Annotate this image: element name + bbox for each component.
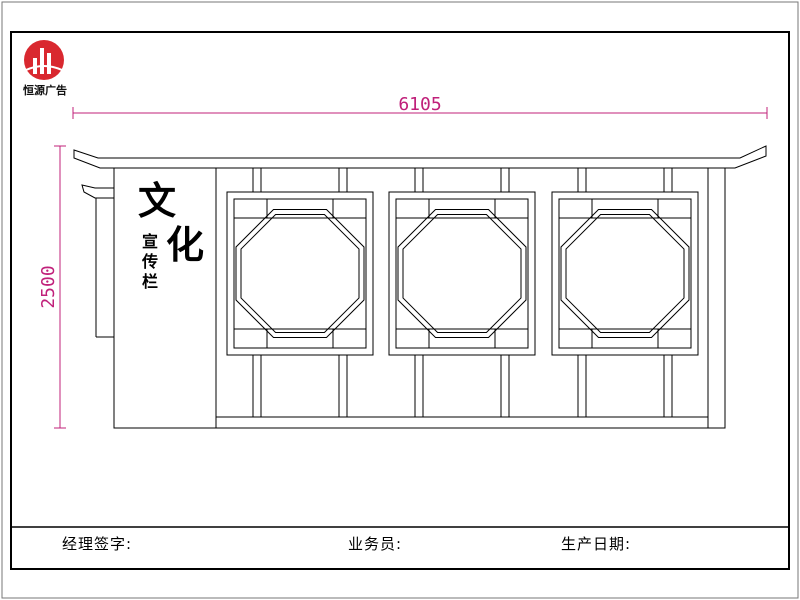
lattice-post bbox=[577, 167, 587, 193]
lattice-post bbox=[500, 167, 510, 193]
panel-inner-frame bbox=[558, 198, 692, 349]
width-dimension bbox=[72, 107, 768, 119]
logo-icon bbox=[24, 40, 64, 80]
lattice-post bbox=[577, 354, 587, 418]
panel-frame bbox=[388, 191, 536, 356]
inner-border bbox=[10, 31, 790, 570]
lattice-post bbox=[338, 167, 348, 193]
panel-frame bbox=[226, 191, 374, 356]
subtitle-char-1: 宣 bbox=[142, 232, 158, 251]
octagon-window-outer bbox=[397, 209, 527, 338]
lattice-post bbox=[414, 354, 424, 418]
title-char-wen: 文 bbox=[138, 178, 176, 223]
board-structure bbox=[73, 145, 767, 429]
board-body bbox=[113, 167, 726, 429]
side-roof bbox=[81, 184, 115, 199]
height-dimension bbox=[54, 145, 66, 429]
lattice-post bbox=[500, 354, 510, 418]
panel-inner-frame bbox=[395, 198, 529, 349]
logo-text: 恒源广告 bbox=[23, 84, 67, 97]
lattice-post bbox=[663, 167, 673, 193]
production-date-label: 生产日期: bbox=[561, 535, 632, 553]
subtitle-char-3: 栏 bbox=[142, 272, 158, 291]
octagon-window-inner bbox=[240, 214, 360, 333]
height-dimension-text: 2500 bbox=[38, 265, 59, 308]
lattice-post bbox=[252, 354, 262, 418]
manager-signature-label: 经理签字: bbox=[62, 535, 133, 553]
subtitle-char-2: 传 bbox=[141, 252, 158, 271]
panel-inner-frame bbox=[233, 198, 367, 349]
octagon-window-outer bbox=[560, 209, 690, 338]
octagon-window-inner bbox=[402, 214, 522, 333]
lattice-post bbox=[414, 167, 424, 193]
salesperson-label: 业务员: bbox=[348, 535, 403, 553]
roof bbox=[73, 145, 767, 169]
octagon-window-outer bbox=[235, 209, 365, 338]
lattice-post bbox=[663, 354, 673, 418]
title-char-hua: 化 bbox=[166, 222, 204, 267]
lattice-post bbox=[252, 167, 262, 193]
panel-frame bbox=[551, 191, 699, 356]
lattice-panels bbox=[226, 167, 699, 418]
width-dimension-text: 6105 bbox=[398, 94, 441, 115]
lattice-post bbox=[338, 354, 348, 418]
octagon-window-inner bbox=[565, 214, 685, 333]
